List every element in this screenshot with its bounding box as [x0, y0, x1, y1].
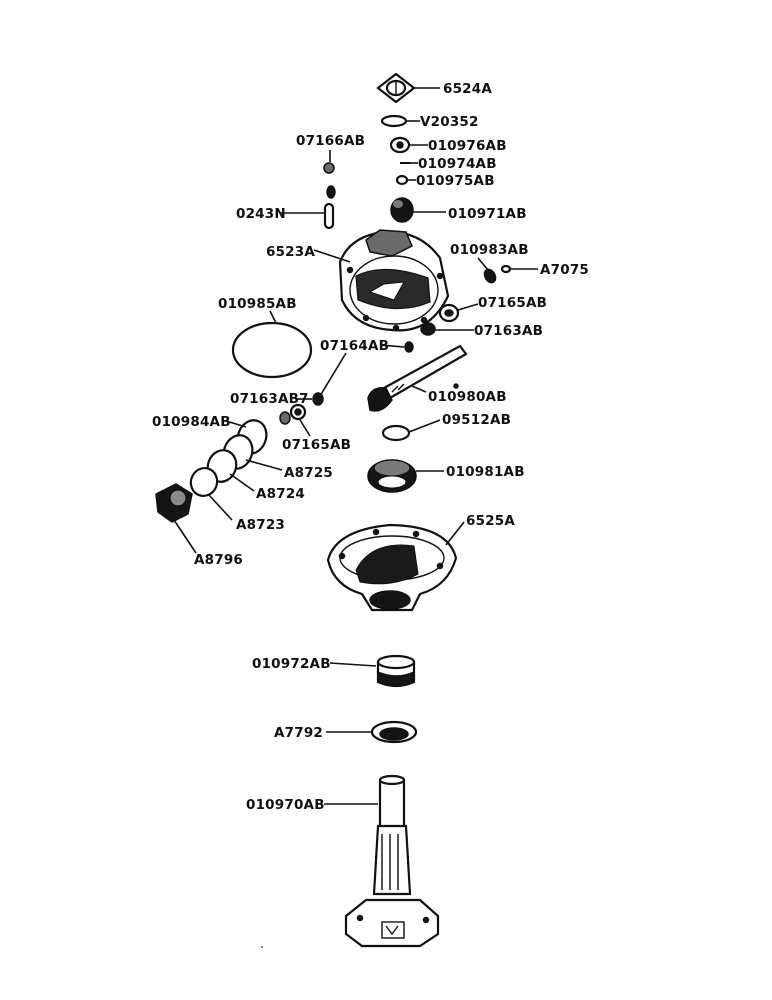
part-drive-shaft-010970ab	[344, 774, 440, 948]
callout-label: 010975AB	[416, 173, 495, 189]
callout-label: 6524A	[443, 81, 492, 97]
callout-label: 07165AB	[478, 295, 547, 311]
callout-label: A8723	[236, 517, 285, 533]
callout-label: 07163AB7	[230, 391, 309, 407]
callout-label: 010970AB	[246, 797, 325, 813]
part-plug-07166ab	[323, 162, 336, 199]
callout-label: 010983AB	[450, 242, 529, 258]
part-seals-right	[420, 303, 460, 336]
leader-lines	[173, 87, 538, 805]
callout-label: 010974AB	[418, 156, 497, 172]
callout-label: V20352	[420, 114, 479, 130]
part-ring-010975ab	[395, 174, 409, 186]
part-bushing-010972ab	[376, 654, 416, 688]
part-nut-07164ab	[404, 341, 414, 353]
callout-label: 07164AB	[320, 338, 389, 354]
callout-label: A7075	[540, 262, 589, 278]
part-bushing-010971ab	[390, 197, 414, 223]
part-bearing-010981ab	[367, 459, 417, 493]
callout-label: 010976AB	[428, 138, 507, 154]
callout-label: 010980AB	[428, 389, 507, 405]
part-pump-body-a8796	[155, 483, 193, 523]
callout-label: 07163AB	[474, 323, 543, 339]
part-pin-0243n	[323, 202, 335, 230]
part-cover-plate-6524a	[376, 72, 416, 104]
callout-label: 010981AB	[446, 464, 525, 480]
callout-label: 0243N	[236, 206, 286, 222]
part-lower-housing-6525a	[326, 523, 458, 612]
callout-label: 010971AB	[448, 206, 527, 222]
callout-label: 6525A	[466, 513, 515, 529]
callout-label: A8725	[284, 465, 333, 481]
part-seal-a7792	[370, 720, 418, 744]
callout-labels: 6524A V20352 07166AB 010976AB 010974AB 0…	[152, 81, 589, 813]
callout-label: 6523A	[266, 244, 315, 260]
callout-label: 07166AB	[296, 133, 365, 149]
part-gasket-010985ab	[231, 321, 313, 379]
part-snap-ring-09512ab	[381, 424, 411, 442]
callout-label: 010985AB	[218, 296, 297, 312]
callout-label: A8796	[194, 552, 243, 568]
callout-label: 09512AB	[442, 412, 511, 428]
part-oring-v20352	[380, 114, 408, 128]
callout-label: 010972AB	[252, 656, 331, 672]
part-gasket-stack	[189, 419, 268, 497]
callout-label: 07165AB	[282, 437, 351, 453]
callout-label: A8724	[256, 486, 305, 502]
part-upper-housing-6523a	[338, 229, 450, 332]
callout-label: A7792	[274, 725, 323, 741]
part-washer-010976ab	[389, 136, 411, 154]
callout-label: 010984AB	[152, 414, 231, 430]
scan-speck	[261, 946, 263, 948]
part-shaft-010980ab	[367, 344, 468, 412]
